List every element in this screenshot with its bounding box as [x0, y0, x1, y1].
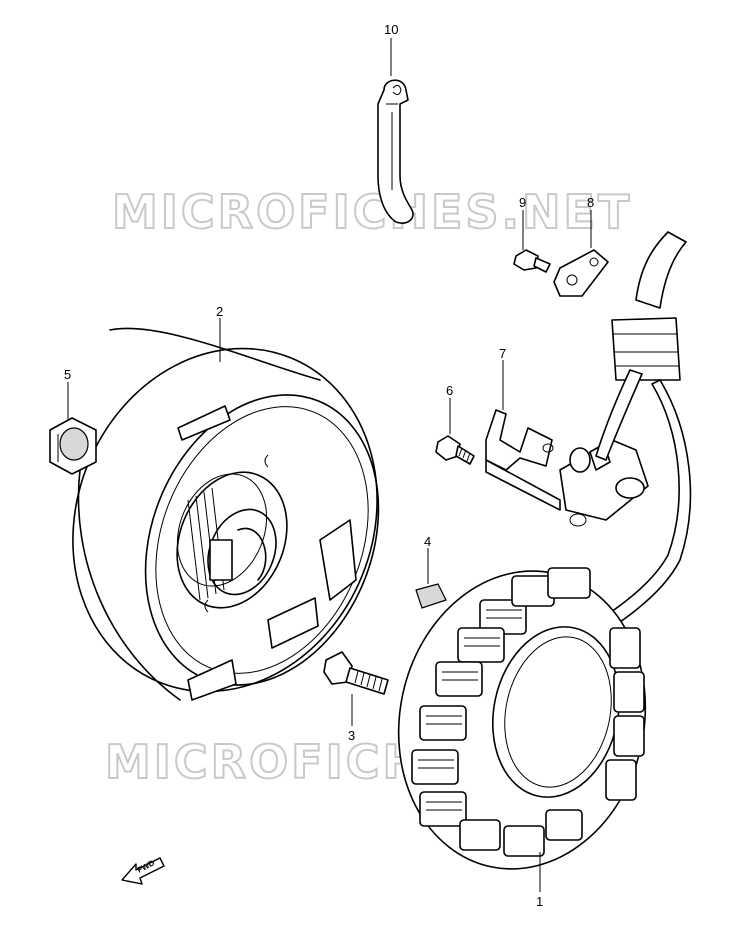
part-10-clip — [377, 79, 414, 224]
part-1-stator — [397, 567, 647, 870]
part-4-key — [415, 583, 447, 609]
part-7-bracket — [485, 409, 561, 511]
part-2-rotor — [72, 327, 380, 701]
fwd-arrow-icon: FWD — [121, 857, 165, 885]
callout-9: 9 — [519, 195, 526, 210]
part-6-bolt — [435, 435, 475, 465]
part-9-bolt — [513, 249, 551, 273]
callout-6: 6 — [446, 383, 453, 398]
callout-8: 8 — [587, 195, 594, 210]
callout-10: 10 — [384, 22, 398, 37]
part-8-plate — [553, 249, 609, 297]
callout-3: 3 — [348, 728, 355, 743]
wire-harness — [551, 231, 692, 661]
part-3-bolt — [323, 651, 389, 695]
callout-5: 5 — [64, 367, 71, 382]
callout-7: 7 — [499, 346, 506, 361]
watermark-top: MICROFICHES.NET — [112, 185, 632, 239]
callout-2: 2 — [216, 304, 223, 319]
callout-4: 4 — [424, 534, 431, 549]
connector-block — [559, 439, 649, 527]
part-5-nut — [49, 417, 97, 475]
callout-1: 1 — [536, 894, 543, 909]
